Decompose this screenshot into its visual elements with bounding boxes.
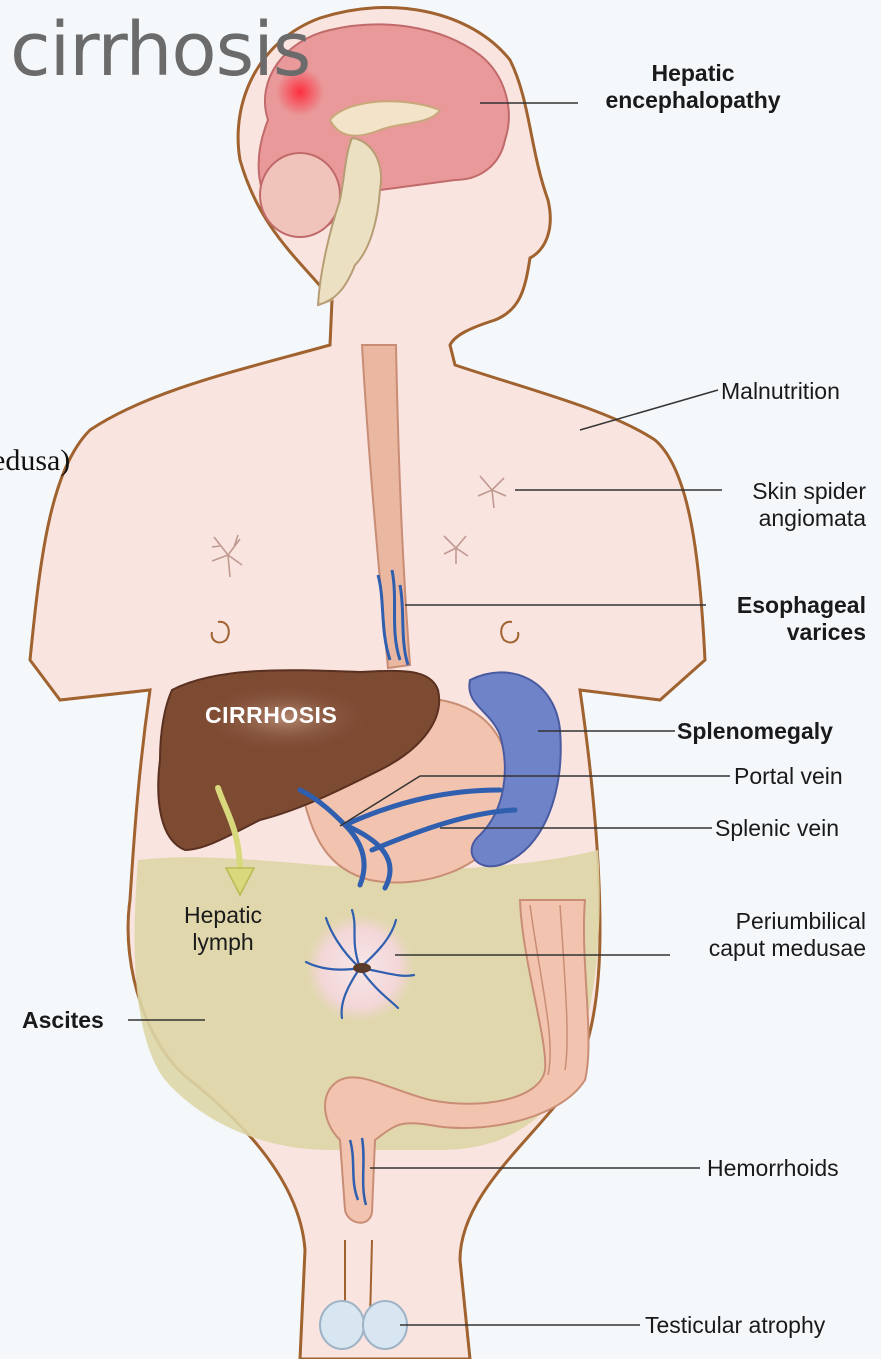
label-hepatic-encephalopathy-line1: Hepatic xyxy=(585,60,801,87)
label-splenomegaly: Splenomegaly xyxy=(677,718,833,745)
label-ascites: Ascites xyxy=(22,1007,104,1034)
label-hemorrhoids: Hemorrhoids xyxy=(707,1155,839,1182)
label-portal-vein: Portal vein xyxy=(734,763,843,790)
label-periumbilical-line1: Periumbilical xyxy=(660,908,866,935)
label-malnutrition: Malnutrition xyxy=(721,378,840,405)
label-periumbilical-caput-medusae: Periumbilical caput medusae xyxy=(660,908,866,962)
label-esophageal-line2: varices xyxy=(690,619,866,646)
page-title: cirrhosis xyxy=(10,8,310,92)
label-skin-spider-line2: angiomata xyxy=(700,505,866,532)
clipped-side-text: edusa) xyxy=(0,444,70,478)
label-hepatic-lymph: Hepatic lymph xyxy=(168,902,278,956)
label-periumbilical-line2: caput medusae xyxy=(660,935,866,962)
label-hepatic-lymph-line1: Hepatic xyxy=(168,902,278,929)
label-hepatic-encephalopathy-line2: encephalopathy xyxy=(585,87,801,114)
cirrhosis-organ-label: CIRRHOSIS xyxy=(205,702,337,729)
label-esophageal-varices: Esophageal varices xyxy=(690,592,866,646)
navel xyxy=(353,963,371,973)
label-skin-spider-line1: Skin spider xyxy=(700,478,866,505)
left-testis xyxy=(320,1301,364,1349)
label-testicular-atrophy: Testicular atrophy xyxy=(645,1312,825,1339)
label-hepatic-lymph-line2: lymph xyxy=(168,929,278,956)
label-hepatic-encephalopathy: Hepatic encephalopathy xyxy=(585,60,801,114)
label-skin-spider-angiomata: Skin spider angiomata xyxy=(700,478,866,532)
label-splenic-vein: Splenic vein xyxy=(715,815,839,842)
label-esophageal-line1: Esophageal xyxy=(690,592,866,619)
